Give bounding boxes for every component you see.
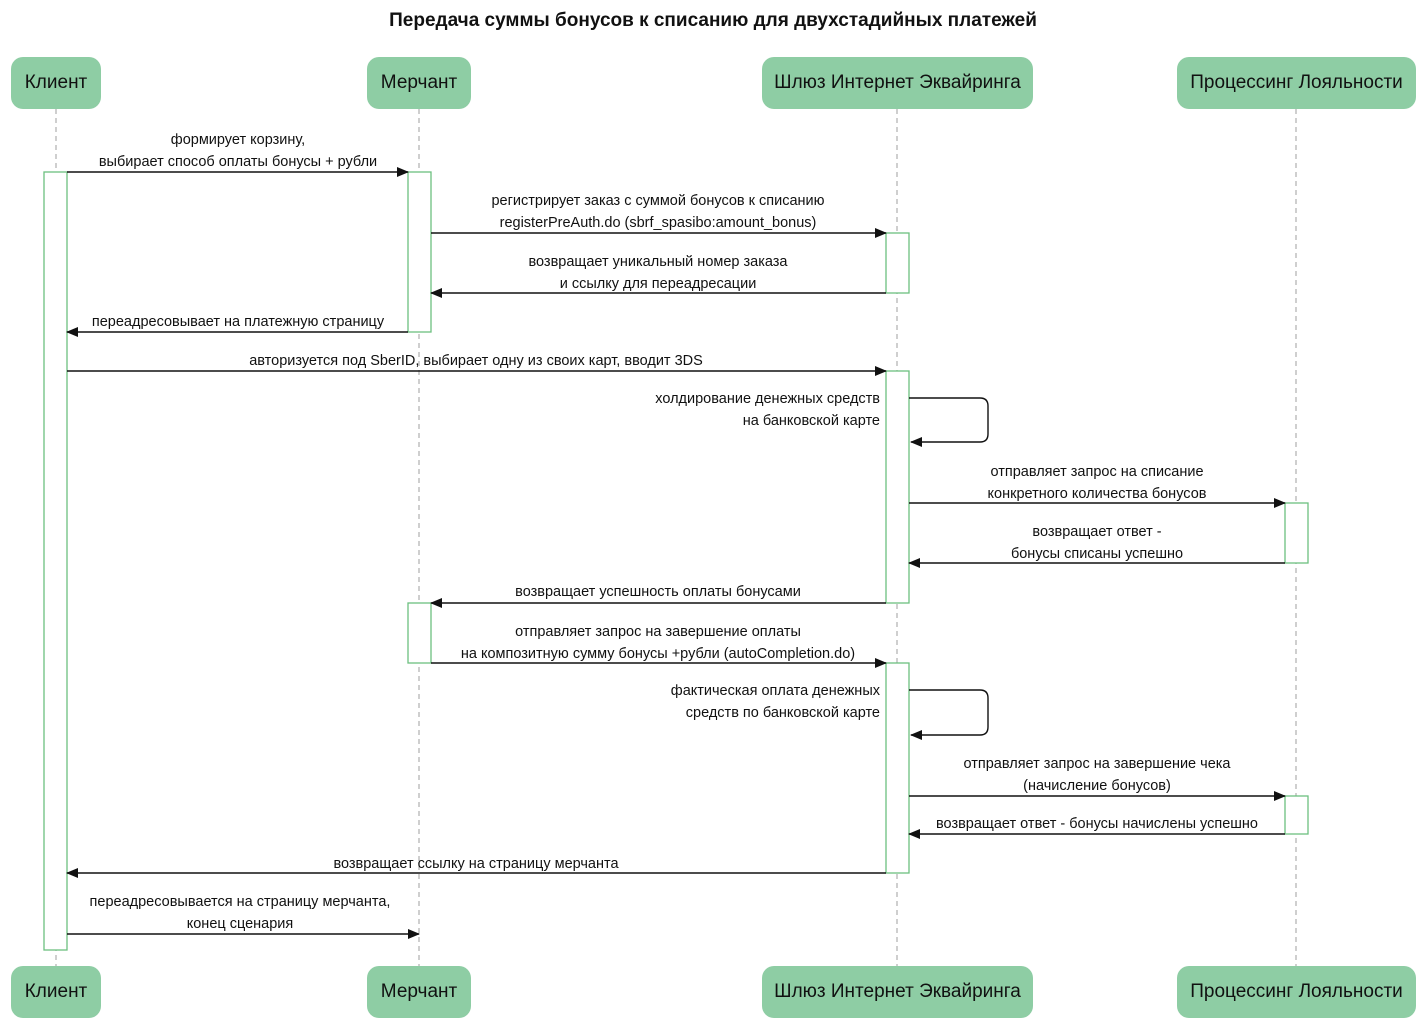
- message-label-line: выбирает способ оплаты бонусы + рубли: [99, 154, 377, 170]
- message-11: фактическая оплата денежных средств по ба…: [671, 683, 989, 740]
- self-message-arrow: [909, 397, 989, 447]
- participant-loyalty-bottom: Процессинг Лояльности: [1177, 966, 1416, 1018]
- message-8: возвращает ответ - бонусы списаны успешно: [908, 524, 1285, 568]
- activation-bar-client: [43, 171, 68, 951]
- activation-bar-loyalty: [1284, 502, 1309, 564]
- participant-gateway-top: Шлюз Интернет Эквайринга: [762, 57, 1033, 109]
- message-label-line: конкретного количества бонусов: [988, 486, 1207, 502]
- message-label-line: возвращает уникальный номер заказа: [528, 254, 788, 270]
- participant-merchant-top: Мерчант: [367, 57, 471, 109]
- message-label-line: регистрирует заказ с суммой бонусов к сп…: [491, 193, 824, 209]
- message-13: возвращает ответ - бонусы начислены успе…: [908, 816, 1285, 839]
- message-9: возвращает успешность оплаты бонусами: [430, 584, 886, 608]
- message-label-line: registerPreAuth.do (sbrf_spasibo:amount_…: [500, 215, 817, 231]
- message-label-line: возвращает ответ -: [1032, 524, 1161, 540]
- message-label-line: конец сценария: [187, 916, 294, 932]
- message-2: регистрирует заказ с суммой бонусов к сп…: [431, 193, 887, 238]
- message-label-line: возвращает ссылку на страницу мерчанта: [333, 856, 619, 872]
- message-label-line: отправляет запрос на завершение чека: [964, 756, 1232, 772]
- message-4: переадресовывает на платежную страницу: [66, 314, 408, 337]
- message-label-line: переадресовывается на страницу мерчанта,: [90, 894, 391, 910]
- participant-merchant-bottom: Мерчант: [367, 966, 471, 1018]
- message-label-line: на композитную сумму бонусы +рубли (auto…: [461, 646, 855, 662]
- participant-loyalty-top: Процессинг Лояльности: [1177, 57, 1416, 109]
- message-label-line: формирует корзину,: [171, 132, 305, 148]
- message-label-line: средств по банковской карте: [686, 705, 880, 721]
- message-label-line: бонусы списаны успешно: [1011, 546, 1183, 562]
- message-3: возвращает уникальный номер заказа и ссыл…: [430, 254, 886, 298]
- message-14: возвращает ссылку на страницу мерчанта: [66, 856, 886, 878]
- message-label-line: на банковской карте: [743, 413, 880, 429]
- participant-client-top: Клиент: [11, 57, 101, 109]
- message-label-line: авторизуется под SberID, выбирает одну и…: [249, 353, 703, 369]
- diagram-title: Передача суммы бонусов к списанию для дв…: [389, 10, 1037, 31]
- self-message-arrow: [909, 689, 989, 740]
- message-7: отправляет запрос на списание конкретного…: [909, 464, 1286, 508]
- message-15: переадресовывается на страницу мерчанта,…: [67, 894, 420, 939]
- message-label-line: отправляет запрос на завершение оплаты: [515, 624, 801, 640]
- message-label-line: переадресовывает на платежную страницу: [92, 314, 385, 330]
- message-label-line: отправляет запрос на списание: [990, 464, 1203, 480]
- message-12: отправляет запрос на завершение чека (нач…: [909, 756, 1286, 801]
- activation-bar-gateway: [885, 370, 910, 604]
- participant-gateway-bottom: Шлюз Интернет Эквайринга: [762, 966, 1033, 1018]
- message-5: авторизуется под SberID, выбирает одну и…: [67, 353, 887, 376]
- message-label-line: холдирование денежных средств: [655, 391, 880, 407]
- activation-bar-loyalty: [1284, 795, 1309, 835]
- message-label-line: и ссылку для переадресации: [560, 276, 757, 292]
- message-1: формирует корзину, выбирает способ оплаты…: [67, 132, 409, 177]
- activation-bar-merchant: [407, 171, 432, 333]
- participant-client-bottom: Клиент: [11, 966, 101, 1018]
- message-label-line: фактическая оплата денежных: [671, 683, 881, 699]
- message-label-line: (начисление бонусов): [1023, 778, 1171, 794]
- message-10: отправляет запрос на завершение оплаты на…: [431, 624, 887, 668]
- activation-bar-gateway: [885, 232, 910, 294]
- message-6: холдирование денежных средств на банковск…: [655, 391, 989, 447]
- message-label-line: возвращает ответ - бонусы начислены успе…: [936, 816, 1258, 832]
- activation-bar-merchant: [407, 602, 432, 664]
- message-label-line: возвращает успешность оплаты бонусами: [515, 584, 801, 600]
- activation-bar-gateway: [885, 662, 910, 874]
